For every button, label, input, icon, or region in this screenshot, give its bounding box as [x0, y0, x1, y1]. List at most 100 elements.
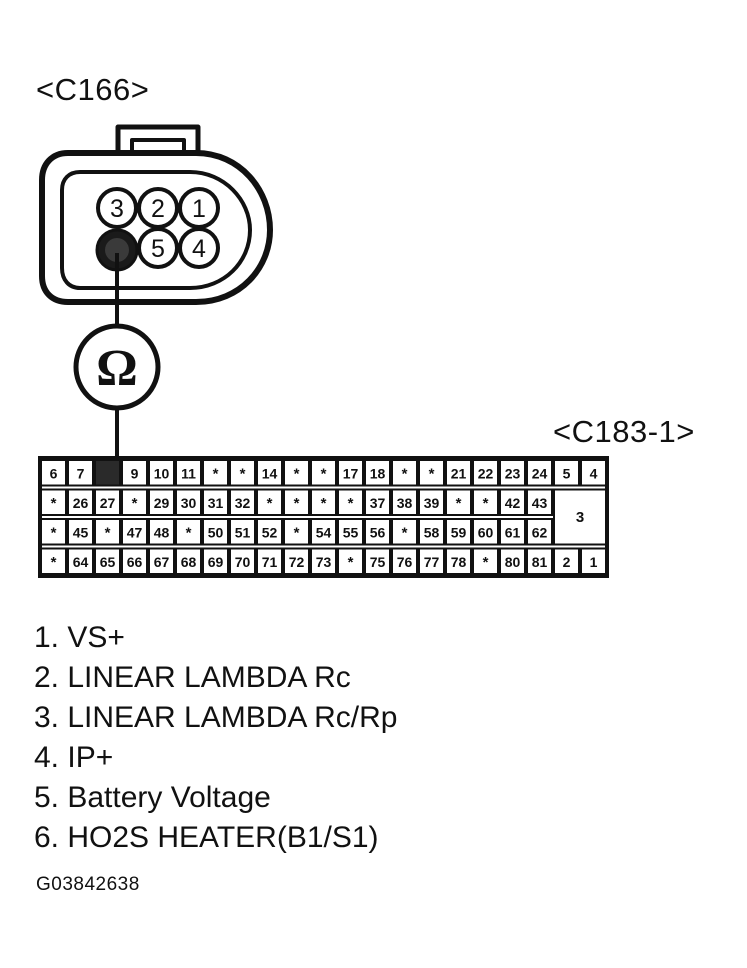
c183-pin-label: * — [186, 524, 192, 541]
c183-pin-box — [310, 547, 337, 575]
c183-pin-label: 18 — [370, 465, 386, 481]
c183-pin-large-box — [553, 488, 607, 546]
c183-pin: 27 — [94, 488, 121, 516]
c183-pin-box — [364, 488, 391, 516]
c183-pin-label: 78 — [451, 554, 467, 570]
c183-pin-label: * — [294, 524, 300, 541]
c183-pin-label: * — [51, 495, 57, 512]
connector-c183-label: <C183-1> — [553, 414, 695, 449]
c183-pin: * — [337, 547, 364, 575]
c183-pin-label: * — [294, 495, 300, 512]
c183-pin-label: 23 — [505, 465, 521, 481]
c183-pin: * — [391, 459, 418, 487]
c183-pin-box — [256, 547, 283, 575]
c183-pin: 18 — [364, 459, 391, 487]
c183-pin-box — [202, 518, 229, 546]
c183-pin-label: 6 — [50, 465, 58, 481]
c183-pin-label: 61 — [505, 524, 521, 540]
c183-pin-label: * — [483, 554, 489, 571]
c183-pin-label: 1 — [590, 554, 598, 570]
c183-pin-label: 75 — [370, 554, 386, 570]
c183-pin-label: 58 — [424, 524, 440, 540]
c183-pin-label: 43 — [532, 495, 548, 511]
c183-pin: 14 — [256, 459, 283, 487]
c183-pin-box — [40, 488, 67, 516]
c183-pin: 51 — [229, 518, 256, 546]
c183-pin: 71 — [256, 547, 283, 575]
c183-pin-label: 22 — [478, 465, 494, 481]
c183-pin: 50 — [202, 518, 229, 546]
c183-pin: * — [229, 459, 256, 487]
c183-pin-box — [472, 518, 499, 546]
c183-pin: 73 — [310, 547, 337, 575]
c183-pin: 9 — [121, 459, 148, 487]
c183-pin-box — [175, 518, 202, 546]
c183-pin — [94, 459, 121, 487]
c183-pin-box — [229, 488, 256, 516]
c183-pin-label: * — [51, 554, 57, 571]
c183-pin-box — [391, 459, 418, 487]
c183-pin: 54 — [310, 518, 337, 546]
c183-pin-label: 17 — [343, 465, 359, 481]
c183-pin-box — [364, 459, 391, 487]
c183-pin-label: * — [348, 495, 354, 512]
c183-pin-box — [121, 488, 148, 516]
c183-pin-label: 81 — [532, 554, 548, 570]
c183-pin: 43 — [526, 488, 553, 516]
c183-pin-box — [67, 547, 94, 575]
c183-pin: 72 — [283, 547, 310, 575]
legend-item: 4. IP+ — [34, 741, 114, 774]
c183-pin: 70 — [229, 547, 256, 575]
c183-pin: 38 — [391, 488, 418, 516]
c183-pin: 52 — [256, 518, 283, 546]
c183-pin-label: 9 — [131, 465, 139, 481]
c183-pin-box — [283, 547, 310, 575]
c183-pin: 76 — [391, 547, 418, 575]
c183-pin: 22 — [472, 459, 499, 487]
c183-pin: 65 — [94, 547, 121, 575]
c183-pin: * — [310, 488, 337, 516]
c183-pin-label: 47 — [127, 524, 143, 540]
c183-pin-label: 11 — [181, 465, 196, 481]
c166-pin-label: 1 — [192, 195, 206, 223]
c183-pin: * — [40, 547, 67, 575]
c183-pin-label: * — [240, 465, 246, 482]
c183-pin: 75 — [364, 547, 391, 575]
ohm-icon: Ω — [96, 340, 138, 397]
legend-item: 2. LINEAR LAMBDA Rc — [34, 661, 351, 694]
c183-pin: 2 — [553, 547, 580, 575]
c183-pin: 11 — [175, 459, 202, 487]
c166-pin: 1 — [178, 187, 220, 229]
c183-pin-box — [229, 547, 256, 575]
c183-pin-box — [202, 547, 229, 575]
legend-item: 3. LINEAR LAMBDA Rc/Rp — [34, 701, 398, 734]
c183-pin-box — [121, 547, 148, 575]
c183-pin-label: 65 — [100, 554, 116, 570]
c166-pin-probed-core — [105, 238, 129, 262]
c183-pin: * — [256, 488, 283, 516]
c183-pin-box — [580, 547, 607, 575]
c183-pin: 21 — [445, 459, 472, 487]
c183-pin-box — [499, 518, 526, 546]
c183-pin-label: * — [321, 465, 327, 482]
c183-pin-label: 56 — [370, 524, 386, 540]
c183-pin: * — [472, 547, 499, 575]
c183-pin: * — [202, 459, 229, 487]
c183-pin: 80 — [499, 547, 526, 575]
c183-pin-box — [148, 459, 175, 487]
c183-pin-box — [364, 547, 391, 575]
c183-pin-label: 54 — [316, 524, 332, 540]
c183-pin-box — [40, 547, 67, 575]
c183-pin-box — [148, 518, 175, 546]
c183-pin-box — [229, 518, 256, 546]
c183-pin: 23 — [499, 459, 526, 487]
c183-pin: * — [283, 518, 310, 546]
c183-pin-label: * — [105, 524, 111, 541]
c183-pin: * — [94, 518, 121, 546]
c183-pin: 56 — [364, 518, 391, 546]
c166-pin: 5 — [137, 227, 179, 269]
c183-pin: 45 — [67, 518, 94, 546]
